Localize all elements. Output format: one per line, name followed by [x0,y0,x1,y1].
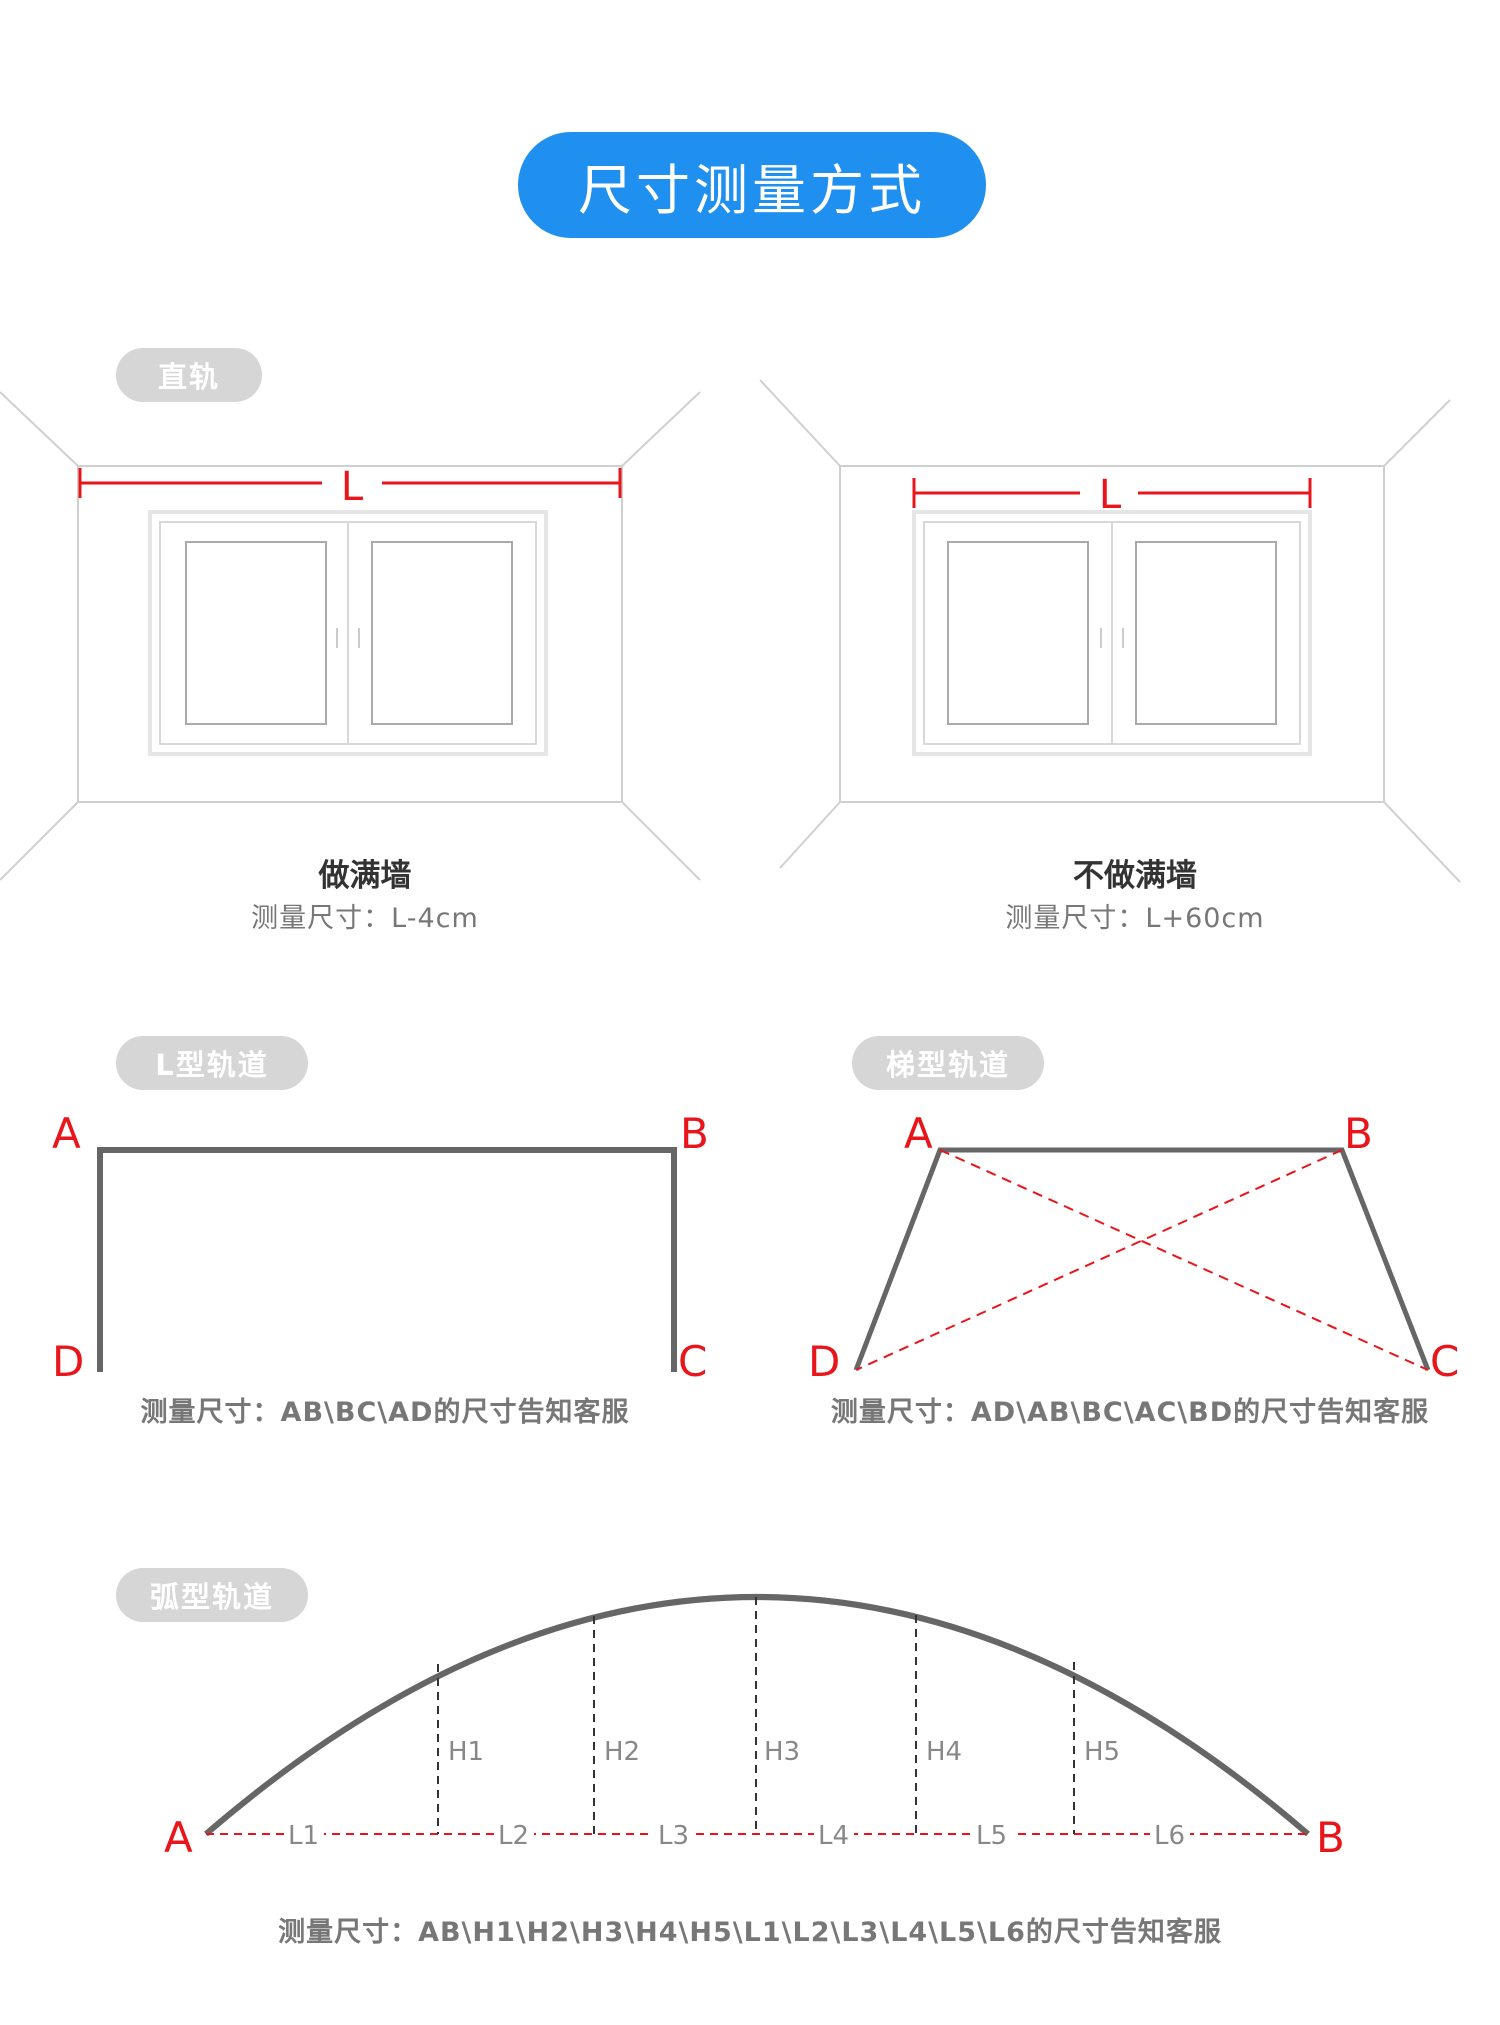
trapezoid-track-line [853,1147,1431,1371]
height-dashed-lines [437,1597,1075,1834]
room-diagram-full-wall [0,391,701,881]
caption-measure-not-full-wall: 测量尺寸：L+60cm [1005,903,1265,934]
point-b-label: B [1316,1813,1345,1862]
l-track-line [97,1147,677,1372]
point-b-label: B [680,1109,709,1158]
diagonal-bd [855,1149,1343,1371]
height-label-h3: H3 [764,1737,800,1767]
length-label-not-full-wall: L [1099,472,1122,518]
length-label-l5: L5 [976,1821,1007,1851]
tag-straight-track: 直轨 [116,348,262,402]
height-label-h4: H4 [926,1737,962,1767]
length-label-l1: L1 [288,1821,319,1851]
window-icon [912,510,1312,756]
length-label-l4: L4 [818,1821,849,1851]
length-measure-full-wall [78,468,622,498]
point-a-label: A [904,1109,933,1158]
length-label-full-wall: L [341,464,364,510]
point-a-label: A [52,1109,81,1158]
caption-title-full-wall: 做满墙 [318,858,412,894]
diagonal-ac [939,1149,1429,1371]
room-diagram-not-full-wall [759,379,1461,883]
caption-title-not-full-wall: 不做满墙 [1073,858,1197,894]
caption-measure-full-wall: 测量尺寸：L-4cm [251,903,479,934]
length-label-l6: L6 [1154,1821,1185,1851]
length-label-l2: L2 [498,1821,529,1851]
tag-arc-track: 弧型轨道 [116,1568,308,1622]
height-label-h1: H1 [448,1737,484,1767]
point-a-label: A [164,1813,193,1862]
point-c-label: C [1430,1337,1459,1386]
point-b-label: B [1344,1109,1373,1158]
tag-l-track: L型轨道 [116,1036,308,1090]
caption-measure-l-track: 测量尺寸：AB\BC\AD的尺寸告知客服 [140,1397,630,1428]
window-icon [148,510,548,756]
caption-measure-trapezoid-track: 测量尺寸：AD\AB\BC\AC\BD的尺寸告知客服 [830,1397,1430,1428]
tag-trapezoid-track: 梯型轨道 [852,1036,1044,1090]
page-title: 尺寸测量方式 [518,132,986,238]
point-c-label: C [678,1337,707,1386]
caption-measure-arc-track: 测量尺寸：AB\H1\H2\H3\H4\H5\L1\L2\L3\L4\L5\L6… [278,1917,1222,1948]
point-d-label: D [808,1337,840,1386]
length-label-l3: L3 [658,1821,689,1851]
height-label-h5: H5 [1084,1737,1120,1767]
length-label-backings [284,1818,1190,1850]
height-label-h2: H2 [604,1737,640,1767]
point-d-label: D [52,1337,84,1386]
length-measure-not-full-wall [912,478,1312,508]
